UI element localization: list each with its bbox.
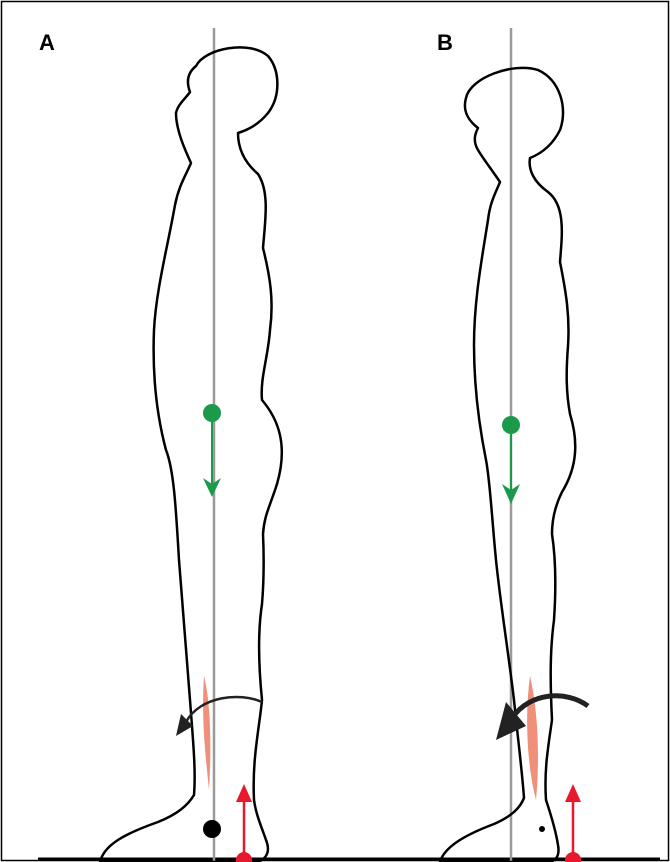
panel-label-b: B [437, 30, 453, 56]
ankle-joint-b [539, 826, 545, 832]
body-outline-b [440, 68, 575, 862]
grf-arrowhead-a [236, 784, 252, 802]
grf-origin-b [565, 852, 581, 862]
panel-a [100, 28, 282, 862]
calf-muscle-b [527, 676, 538, 800]
ankle-joint-a [203, 820, 221, 838]
body-outline-a [100, 47, 282, 862]
calf-muscle-a [203, 676, 210, 790]
center-of-mass-b [502, 416, 520, 434]
grf-origin-a [236, 852, 252, 862]
ankle-moment-arrow-a [186, 697, 262, 722]
grf-arrowhead-b [565, 784, 581, 802]
panel-b [440, 28, 588, 862]
center-of-mass-a [203, 404, 221, 422]
panel-label-a: A [39, 30, 55, 56]
